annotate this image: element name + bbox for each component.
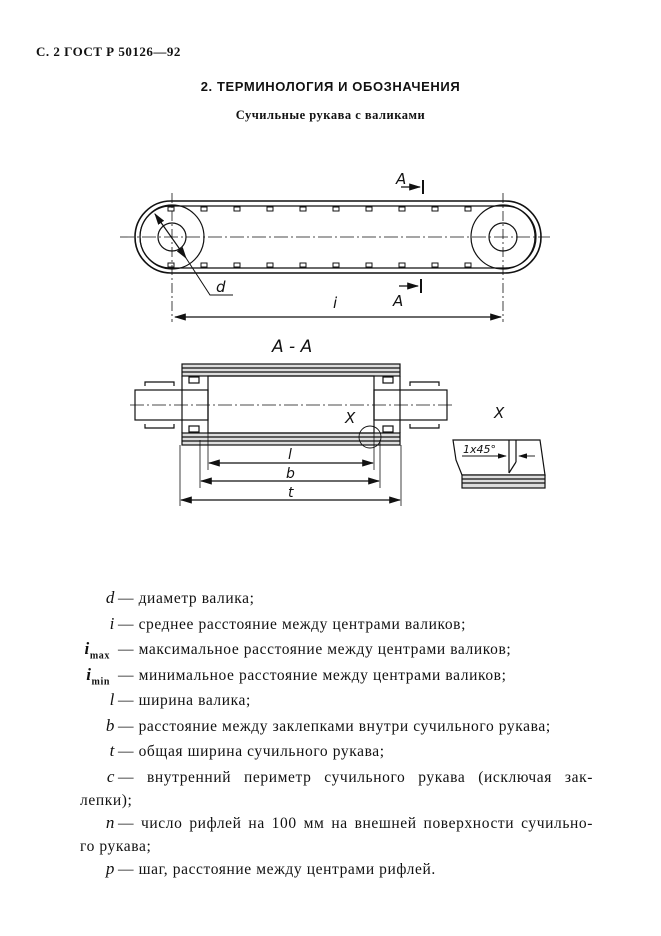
label-t: t — [288, 485, 294, 501]
rivet — [398, 262, 406, 268]
definition-term: l — [75, 690, 115, 710]
definition-text: — минимальное расстояние между центрами … — [118, 667, 507, 684]
rivet — [431, 262, 439, 268]
term-symbol: d — [105, 588, 115, 607]
definition-text: — максимальное расстояние между центрами… — [118, 641, 512, 658]
definition-term: d — [75, 588, 115, 608]
rivet — [266, 206, 274, 212]
rivet — [233, 262, 241, 268]
definition-term: i — [75, 614, 115, 634]
term-symbol: c — [106, 767, 115, 786]
rivet — [233, 206, 241, 212]
rivet — [464, 206, 472, 212]
definition-term: p — [75, 859, 115, 879]
detail-x-view — [452, 439, 546, 489]
section-view — [130, 363, 455, 506]
page-header: С. 2 ГОСТ Р 50126—92 — [36, 44, 181, 59]
term-symbol: n — [105, 813, 115, 832]
definition-term: imin — [70, 665, 110, 687]
rivet — [365, 206, 373, 212]
term-subscript: max — [89, 650, 110, 662]
technical-drawing: d i A A A - A X l b t X 1 — [120, 170, 550, 506]
rivet — [167, 206, 175, 212]
definition-text: — диаметр валика; — [118, 590, 255, 607]
rivet — [167, 262, 175, 268]
section-title: 2. ТЕРМИНОЛОГИЯ И ОБОЗНАЧЕНИЯ — [200, 79, 461, 94]
subtitle: Сучильные рукава с валиками — [235, 108, 426, 122]
definition-text: — среднее расстояние между центрами вали… — [118, 616, 467, 633]
definition-text: лепки); — [80, 792, 133, 809]
label-section-a-bottom: A — [392, 292, 403, 310]
definition-term: t — [75, 741, 115, 761]
rivet — [200, 262, 208, 268]
definition-term: b — [75, 716, 115, 736]
definition-text: — ширина валика; — [118, 692, 251, 709]
rivet — [431, 206, 439, 212]
label-i: i — [333, 294, 338, 312]
label-section-aa: A - A — [271, 337, 312, 357]
term-symbol: i — [84, 639, 90, 658]
rivet — [398, 206, 406, 212]
rivet — [266, 262, 274, 268]
term-symbol: i — [109, 614, 115, 633]
rivet — [332, 206, 340, 212]
definition-text: — число рифлей на 100 мм на внешней пове… — [118, 815, 593, 832]
definition-term: c — [75, 767, 115, 787]
label-detail-x: X — [493, 404, 505, 422]
term-symbol: b — [105, 716, 115, 735]
rivet — [299, 262, 307, 268]
rivet — [299, 206, 307, 212]
term-symbol: p — [105, 859, 115, 878]
term-symbol: i — [86, 665, 92, 684]
label-b: b — [286, 466, 295, 482]
definition-term: n — [75, 813, 115, 833]
label-d: d — [216, 278, 226, 296]
belt-plan-view — [120, 180, 550, 322]
rivet — [464, 262, 472, 268]
rivet — [365, 262, 373, 268]
definition-text: — внутренний периметр сучильного рукава … — [118, 769, 593, 786]
term-subscript: min — [91, 676, 110, 688]
label-section-a-top: A — [395, 170, 406, 188]
definition-text: го рукава; — [80, 838, 152, 855]
rivet — [200, 206, 208, 212]
definition-text: — расстояние между заклепками внутри суч… — [118, 718, 551, 735]
definition-text: — шаг, расстояние между центрами рифлей. — [118, 861, 436, 878]
term-symbol: t — [109, 741, 115, 760]
label-chamfer: 1x45° — [463, 443, 496, 456]
label-l: l — [288, 447, 292, 463]
rivet — [332, 262, 340, 268]
term-symbol: l — [109, 690, 115, 709]
definition-text: — общая ширина сучильного рукава; — [118, 743, 385, 760]
definition-term: imax — [70, 639, 110, 661]
label-x-callout: X — [344, 409, 356, 427]
